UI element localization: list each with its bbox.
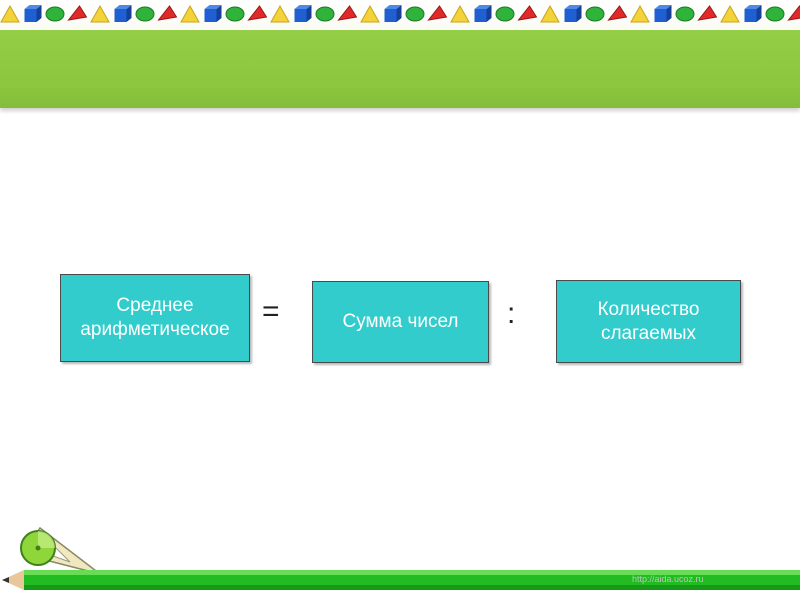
decorative-shape-cube-blue [564,5,582,22]
decorative-shape-cube-blue [384,5,402,22]
bottom-decoration [2,526,800,590]
decorative-shape-cube-blue [294,5,312,22]
number-of-addends-line1: Количество [597,298,700,320]
decorative-shape-ball-green [765,6,785,22]
decorative-shape-ball-green [495,6,515,22]
decorative-shape-prism-red [607,5,628,21]
watermark: http://aida.ucoz.ru [632,574,704,584]
decorative-shape-cube-blue [204,5,222,22]
decorative-shape-cube-blue [114,5,132,22]
decorative-shape-prism-red [337,5,358,21]
protractor-icon [20,530,56,566]
decorative-shape-ball-green [405,6,425,22]
number-of-addends-box: Количество слагаемых [556,280,741,363]
decorative-shape-prism-red [517,5,538,21]
decorative-shape-cube-blue [744,5,762,22]
decorative-shape-prism-red [247,5,268,21]
sum-of-numbers-label: Сумма чисел [342,311,459,332]
decorative-shape-triangle-yellow [90,4,110,23]
decorative-shape-ball-green [675,6,695,22]
sum-of-numbers-box: Сумма чисел [312,281,489,363]
decorative-shape-prism-red [67,5,88,21]
decorative-shape-triangle-yellow [360,4,380,23]
decorative-shape-cube-blue [474,5,492,22]
decorative-shape-prism-red [697,5,718,21]
decorative-shape-triangle-yellow [270,4,290,23]
decorative-shape-ball-green [45,6,65,22]
division-sign: : [507,297,516,330]
decorative-shape-triangle-yellow [630,4,650,23]
decorative-shape-triangle-yellow [540,4,560,23]
equals-sign: = [262,295,280,328]
decorative-shape-triangle-yellow [180,4,200,23]
decorative-shape-ball-green [315,6,335,22]
decorative-shape-triangle-yellow [450,4,470,23]
decorative-shape-triangle-yellow [0,4,20,23]
decorative-shape-prism-red [427,5,448,21]
decorative-shape-prism-red [787,5,800,21]
arithmetic-mean-line2: арифметическое [80,319,230,340]
geometric-shapes-icon [0,4,800,23]
number-of-addends-line2: слагаемых [600,322,696,344]
decorative-shape-ball-green [225,6,245,22]
pencil-icon [2,570,800,590]
decorative-shapes-strip [0,0,800,30]
decorative-shape-ball-green [585,6,605,22]
decorative-shape-cube-blue [654,5,672,22]
decorative-shape-cube-blue [24,5,42,22]
arithmetic-mean-line1: Среднее [116,295,194,316]
decorative-shape-ball-green [135,6,155,22]
decorative-shape-triangle-yellow [720,4,740,23]
decorative-shape-prism-red [157,5,178,21]
arithmetic-mean-box: Среднее арифметическое [60,274,250,362]
